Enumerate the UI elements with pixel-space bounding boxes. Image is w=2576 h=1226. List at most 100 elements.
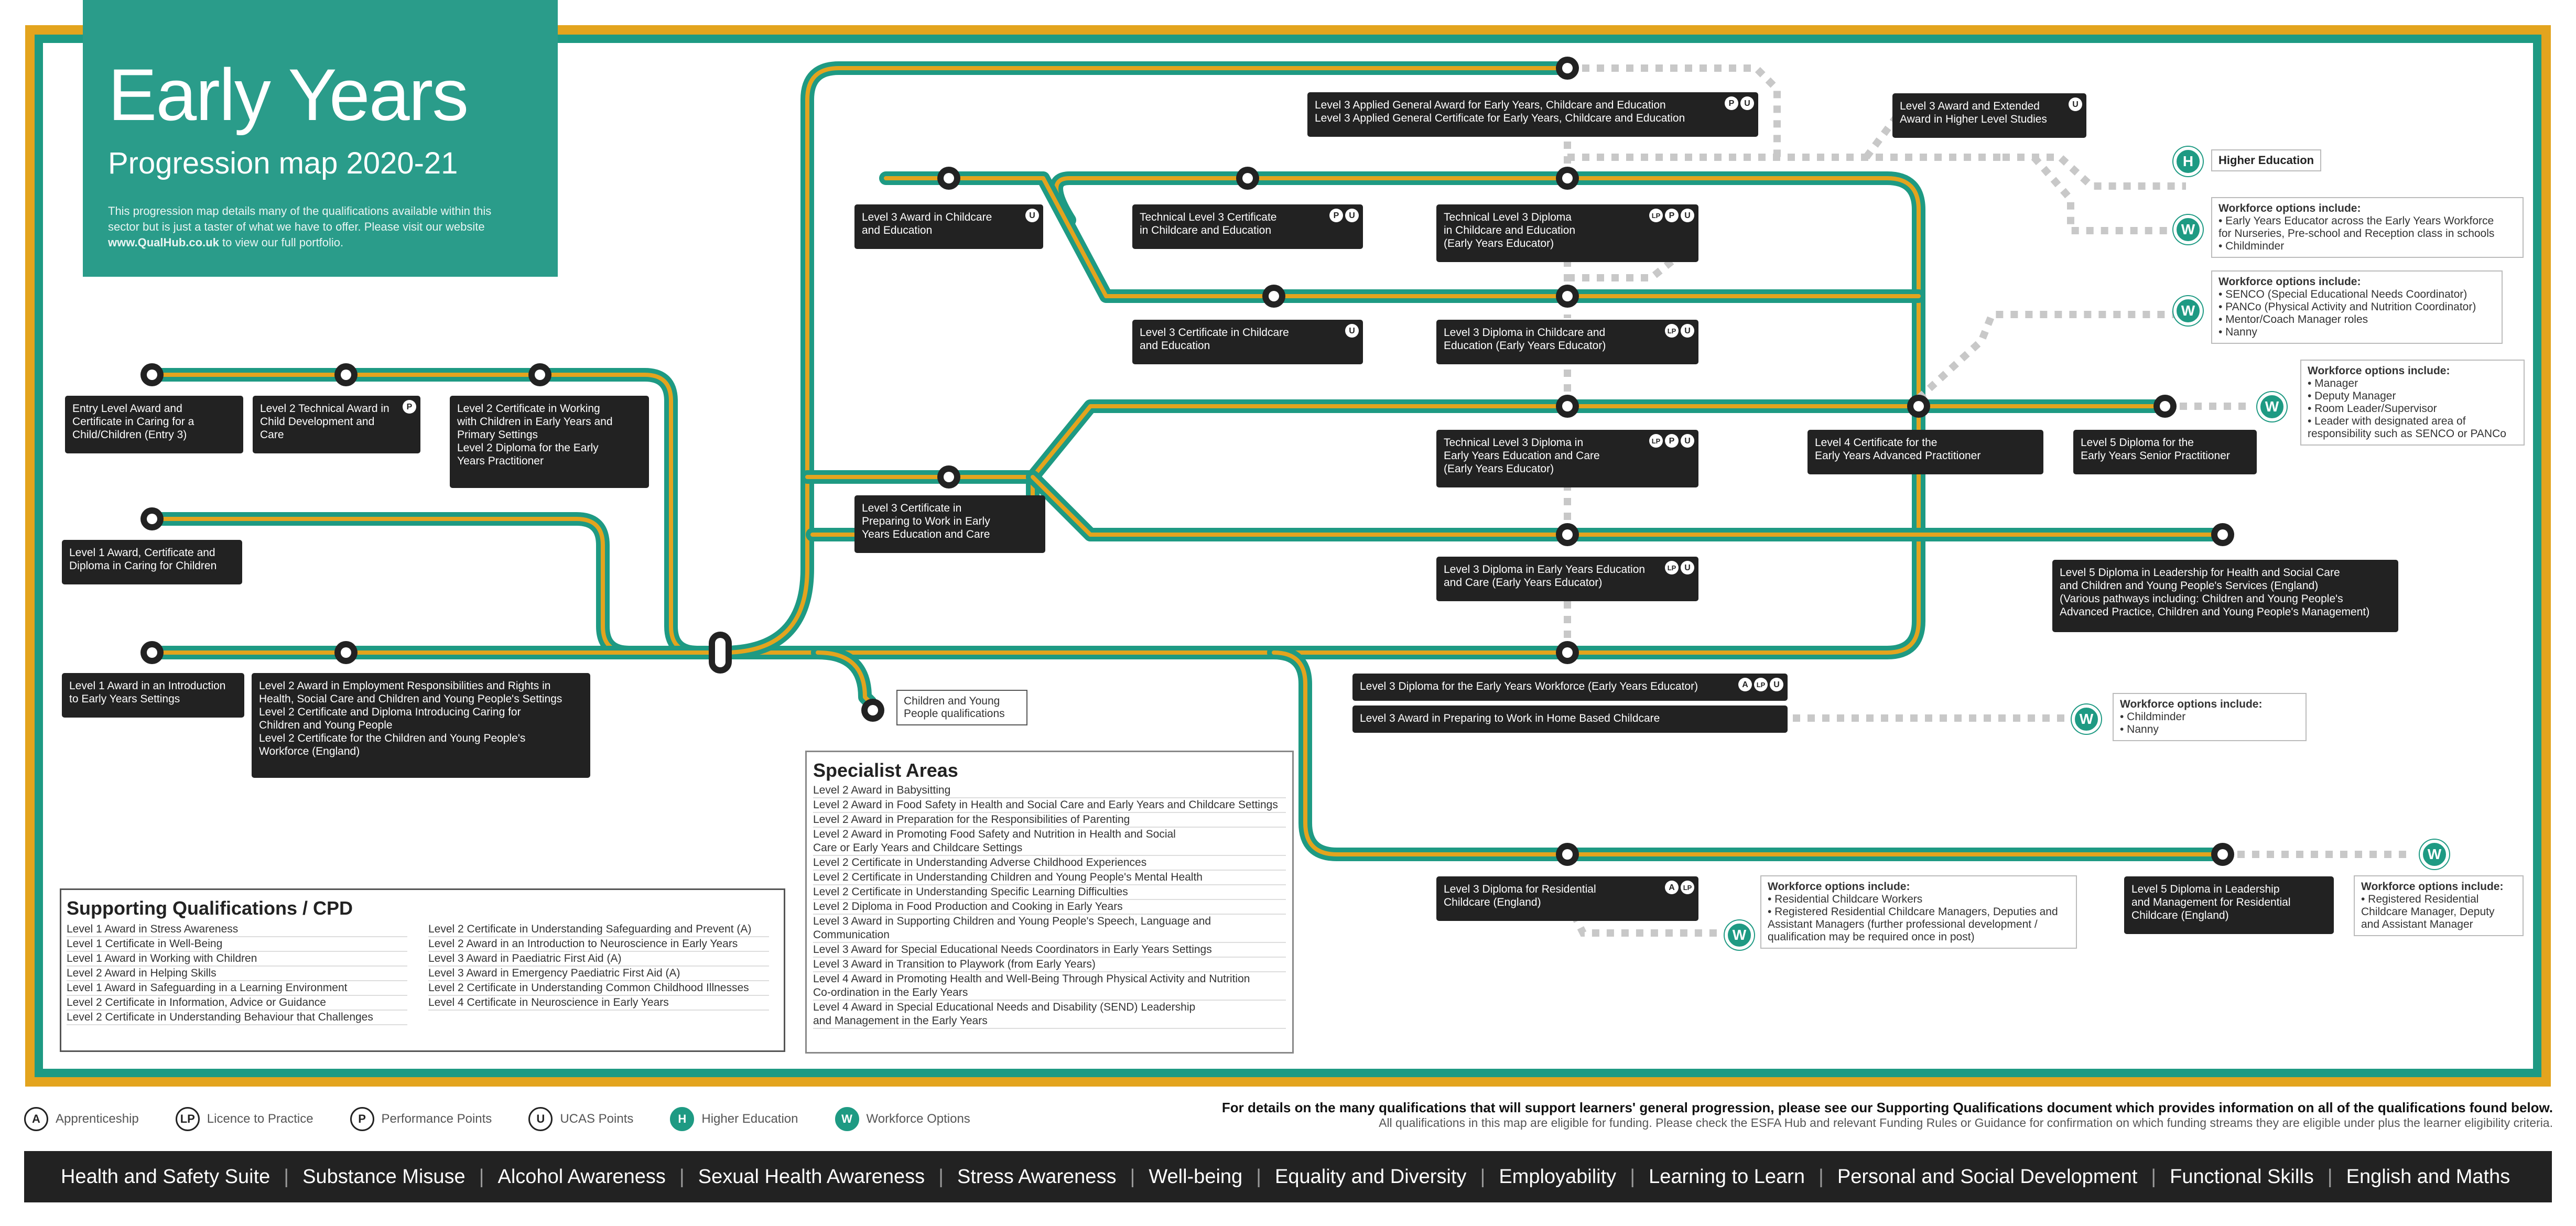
higher-education-marker-icon[interactable]: H bbox=[2173, 147, 2203, 176]
qualification-box-l3workforce[interactable]: Level 3 Diploma for the Early Years Work… bbox=[1352, 674, 1788, 701]
children-young-people-box[interactable]: Children and Young People qualifications bbox=[896, 690, 1027, 725]
workforce-header: Workforce options include: bbox=[2308, 365, 2450, 377]
workforce-options-marker-icon[interactable]: W bbox=[1725, 920, 1754, 950]
list-item[interactable]: Level 1 Certificate in Well-Being bbox=[67, 937, 407, 952]
list-item[interactable]: Level 3 Award in Emergency Paediatric Fi… bbox=[428, 967, 769, 981]
badge-p-icon: P bbox=[1665, 434, 1679, 448]
footer-link[interactable]: Sexual Health Awareness bbox=[698, 1165, 925, 1188]
list-item[interactable]: Level 2 Award in Food Safety in Health a… bbox=[813, 798, 1286, 813]
list-item[interactable]: Level 4 Award in Special Educational Nee… bbox=[813, 1001, 1286, 1029]
list-item[interactable]: Level 4 Certificate in Neuroscience in E… bbox=[428, 996, 769, 1011]
qualification-title: Level 3 Award in Childcare and Education bbox=[862, 211, 992, 236]
supporting-column-2: Level 2 Certificate in Understanding Saf… bbox=[428, 923, 769, 1025]
workforce-options-marker-icon[interactable]: W bbox=[2420, 840, 2449, 869]
qualification-box-entry[interactable]: Entry Level Award and Certificate in Car… bbox=[65, 396, 243, 453]
list-item[interactable]: Level 2 Award in an Introduction to Neur… bbox=[428, 937, 769, 952]
list-item[interactable]: Level 2 Certificate in Understanding Spe… bbox=[813, 885, 1286, 900]
footer-link[interactable]: Personal and Social Development bbox=[1837, 1165, 2138, 1188]
list-item[interactable]: Level 2 Award in Promoting Food Safety a… bbox=[813, 828, 1286, 856]
footer-link[interactable]: Equality and Diversity bbox=[1275, 1165, 1467, 1188]
qualification-box-l1award[interactable]: Level 1 Award, Certificate and Diploma i… bbox=[62, 540, 242, 584]
footer-link[interactable]: Employability bbox=[1499, 1165, 1617, 1188]
footer-link[interactable]: Substance Misuse bbox=[302, 1165, 466, 1188]
qualification-box-techl3eyec[interactable]: Technical Level 3 Diploma in Early Years… bbox=[1436, 430, 1698, 487]
workforce-item: • PANCo (Physical Activity and Nutrition… bbox=[2218, 301, 2476, 313]
workforce-item: • Registered Residential Childcare Manag… bbox=[1768, 906, 2058, 943]
legend-label: Higher Education bbox=[701, 1112, 798, 1126]
workforce-options-marker-icon[interactable]: W bbox=[2072, 704, 2101, 734]
progression-dots-5 bbox=[1567, 254, 1680, 281]
list-item[interactable]: Level 1 Award in Working with Children bbox=[67, 952, 407, 967]
qualification-box-l3homebased[interactable]: Level 3 Award in Preparing to Work in Ho… bbox=[1352, 706, 1788, 733]
footer-link[interactable]: Health and Safety Suite bbox=[61, 1165, 270, 1188]
qualification-box-techl3cert[interactable]: Technical Level 3 Certificate in Childca… bbox=[1132, 204, 1363, 249]
qualification-box-l3residential[interactable]: Level 3 Diploma for Residential Childcar… bbox=[1436, 876, 1698, 921]
badge-lp-icon: LP bbox=[1649, 434, 1663, 448]
footer-bar: Health and Safety Suite | Substance Misuse… bbox=[24, 1151, 2552, 1202]
qualification-box-l1intro[interactable]: Level 1 Award in an Introduction to Earl… bbox=[62, 673, 244, 718]
qualification-box-l4cert[interactable]: Level 4 Certificate for the Early Years … bbox=[1807, 430, 2043, 474]
qualification-title: Technical Level 3 Diploma in Childcare a… bbox=[1444, 211, 1575, 249]
qualification-title: Level 3 Award and Extended Award in High… bbox=[1900, 100, 2047, 125]
footer-separator: | bbox=[1130, 1165, 1135, 1188]
badge-lp-icon: LP bbox=[1665, 561, 1679, 574]
footer-link[interactable]: English and Maths bbox=[2346, 1165, 2510, 1188]
footer-link[interactable]: Well-being bbox=[1149, 1165, 1243, 1188]
qualification-box-l3dipeyec[interactable]: Level 3 Diploma in Early Years Education… bbox=[1436, 557, 1698, 601]
workforce-options-marker-icon[interactable]: W bbox=[2257, 392, 2287, 421]
badge-a-icon: A bbox=[1665, 881, 1679, 894]
list-item[interactable]: Level 2 Certificate in Understanding Beh… bbox=[67, 1011, 407, 1025]
list-item[interactable]: Level 1 Award in Stress Awareness bbox=[67, 923, 407, 937]
list-item[interactable]: Level 2 Certificate in Information, Advi… bbox=[67, 996, 407, 1011]
qualification-box-l5residential[interactable]: Level 5 Diploma in Leadership and Manage… bbox=[2124, 876, 2334, 934]
workforce-item: • Mentor/Coach Manager roles bbox=[2218, 313, 2368, 326]
qualification-box-techl3dip[interactable]: Technical Level 3 Diploma in Childcare a… bbox=[1436, 204, 1698, 262]
list-item[interactable]: Level 2 Award in Babysitting bbox=[813, 784, 1286, 798]
qualification-box-l3extended[interactable]: Level 3 Award and Extended Award in High… bbox=[1892, 93, 2086, 138]
badge-p-icon: P bbox=[1725, 96, 1738, 110]
qualification-box-l3dipce[interactable]: Level 3 Diploma in Childcare and Educati… bbox=[1436, 320, 1698, 364]
footer-link[interactable]: Alcohol Awareness bbox=[497, 1165, 666, 1188]
list-item[interactable]: Level 2 Certificate in Understanding Adv… bbox=[813, 856, 1286, 871]
station-node-centre-2 bbox=[535, 370, 545, 380]
list-item[interactable]: Level 3 Award in Supporting Children and… bbox=[813, 915, 1286, 943]
legend-u-icon: U bbox=[528, 1107, 553, 1131]
list-item[interactable]: Level 2 Certificate in Understanding Saf… bbox=[428, 923, 769, 937]
list-item[interactable]: Level 3 Award for Special Educational Ne… bbox=[813, 943, 1286, 958]
qualification-box-l3awardce[interactable]: Level 3 Award in Childcare and Education… bbox=[854, 204, 1043, 249]
footer-link[interactable]: Learning to Learn bbox=[1649, 1165, 1805, 1188]
qualification-box-l3certce[interactable]: Level 3 Certificate in Childcare and Edu… bbox=[1132, 320, 1363, 364]
badge-lp-icon: LP bbox=[1649, 209, 1663, 222]
station-node-centre-11 bbox=[1562, 291, 1573, 301]
list-item[interactable]: Level 2 Certificate in Understanding Com… bbox=[428, 981, 769, 996]
footer-link[interactable]: Functional Skills bbox=[2170, 1165, 2314, 1188]
cyp-label: Children and Young People qualifications bbox=[904, 695, 1005, 720]
list-item[interactable]: Level 1 Award in Safeguarding in a Learn… bbox=[67, 981, 407, 996]
badge-u-icon: U bbox=[1681, 434, 1694, 448]
qualification-box-applied[interactable]: Level 3 Applied General Award for Early … bbox=[1307, 92, 1758, 137]
website-link[interactable]: www.QualHub.co.uk bbox=[108, 236, 219, 249]
workforce-item: • Leader with designated area of respons… bbox=[2308, 415, 2506, 440]
list-item[interactable]: Level 4 Award in Promoting Health and We… bbox=[813, 972, 1286, 1001]
workforce-options-marker-icon[interactable]: W bbox=[2173, 215, 2203, 244]
qualification-box-l5lead[interactable]: Level 5 Diploma in Leadership for Health… bbox=[2052, 560, 2398, 632]
footer-link[interactable]: Stress Awareness bbox=[957, 1165, 1117, 1188]
qualification-title: Level 2 Award in Employment Responsibili… bbox=[259, 680, 562, 757]
qualification-box-l3prep[interactable]: Level 3 Certificate in Preparing to Work… bbox=[854, 495, 1045, 553]
badge-p-icon: P bbox=[403, 400, 416, 414]
qualification-box-l2emp[interactable]: Level 2 Award in Employment Responsibili… bbox=[252, 673, 590, 778]
list-item[interactable]: Level 2 Diploma in Food Production and C… bbox=[813, 900, 1286, 915]
legend-p-icon: P bbox=[350, 1107, 374, 1131]
list-item[interactable]: Level 3 Award in Transition to Playwork … bbox=[813, 958, 1286, 972]
list-item[interactable]: Level 2 Award in Helping Skills bbox=[67, 967, 407, 981]
list-item[interactable]: Level 2 Award in Preparation for the Res… bbox=[813, 813, 1286, 828]
list-item[interactable]: Level 2 Certificate in Understanding Chi… bbox=[813, 871, 1286, 885]
qualification-box-l2cert[interactable]: Level 2 Certificate in Working with Chil… bbox=[450, 396, 649, 488]
qualification-box-l2tech[interactable]: Level 2 Technical Award in Child Develop… bbox=[253, 396, 420, 453]
list-item[interactable]: Level 3 Award in Paediatric First Aid (A… bbox=[428, 952, 769, 967]
workforce-options-marker-icon[interactable]: W bbox=[2173, 296, 2203, 326]
qualification-box-l5senior[interactable]: Level 5 Diploma for the Early Years Seni… bbox=[2073, 430, 2257, 474]
